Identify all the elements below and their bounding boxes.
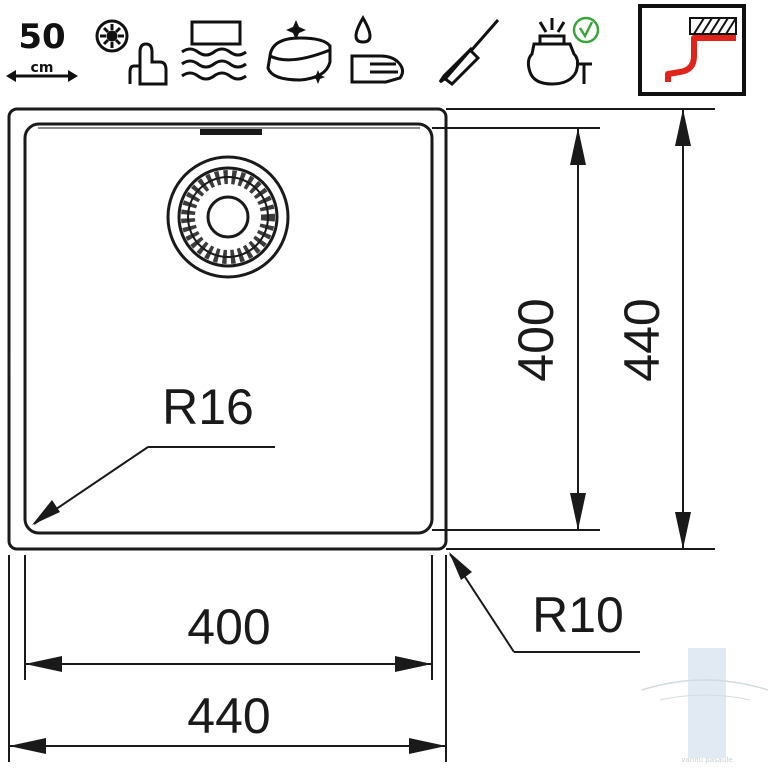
cabinet-size-unit: cm: [31, 60, 54, 76]
drain-strainer: [166, 155, 290, 279]
inner-width-label: 400: [187, 599, 270, 655]
dimension-labels: 400 440 400 440 R16 R10: [162, 298, 670, 744]
check-badge-icon: [572, 16, 600, 44]
outer-height-dimension-line: [675, 109, 691, 549]
outer-radius-label: R10: [532, 587, 624, 643]
easy-clean-sponge-icon: [266, 20, 332, 84]
sink-inner-bowl: [23, 122, 434, 535]
inner-height-dimension-line: [570, 128, 586, 530]
watermark-text: vannu pasaule: [681, 756, 732, 764]
inner-height-label: 400: [508, 298, 564, 381]
sink-outer-rim: [7, 107, 448, 551]
outer-radius-leader: [449, 552, 640, 653]
hand-wash-icon: [350, 15, 405, 84]
tool-icon: [438, 19, 500, 86]
waste-disposer-compatible-icon: [526, 16, 600, 86]
dimension-lines: [8, 108, 715, 762]
watermark: vannu pasaule: [641, 648, 769, 764]
inner-radius-leader: [32, 446, 275, 525]
inner-radius-label: R16: [162, 379, 254, 435]
outer-width-dimension-line: [9, 738, 446, 754]
cabinet-size-value: 50: [18, 17, 65, 57]
cabinet-size-badge: 50 cm: [6, 17, 78, 82]
outer-height-label: 440: [614, 298, 670, 381]
sink-outline: [7, 107, 448, 551]
outer-width-label: 440: [187, 688, 270, 744]
feature-icons-row: 50 cm: [6, 4, 746, 96]
overflow-icon: [181, 20, 247, 81]
inner-width-dimension-line: [25, 656, 432, 672]
strainer-waste-push-button-icon: [95, 19, 168, 86]
double-arrow-icon: [6, 70, 78, 82]
undermount-installation-icon: [638, 4, 746, 96]
